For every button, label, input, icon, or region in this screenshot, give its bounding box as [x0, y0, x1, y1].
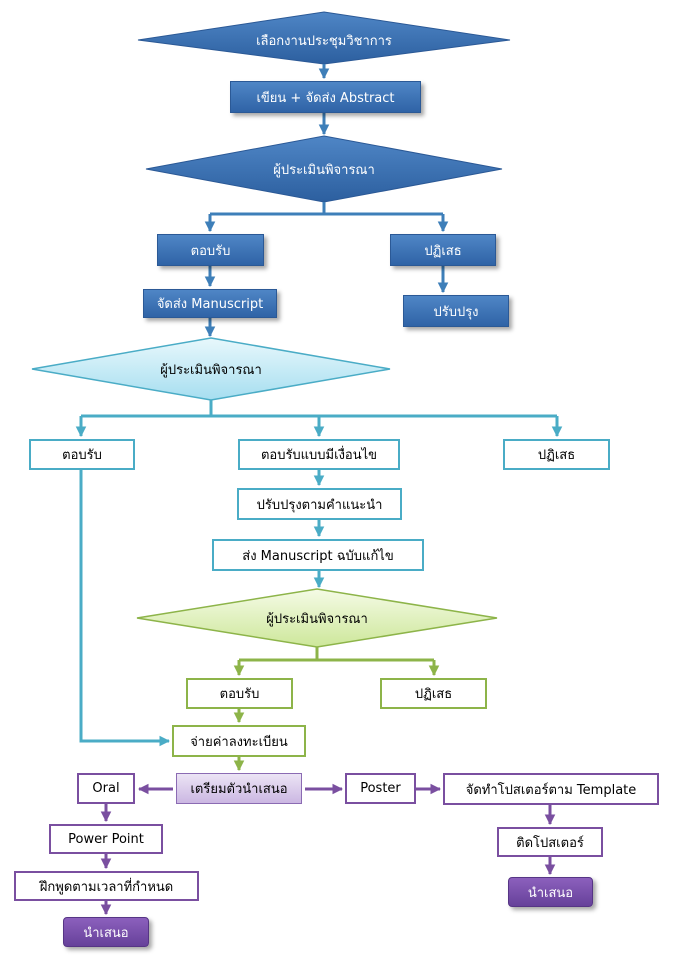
present-poster-box: นำเสนอ — [508, 877, 593, 907]
poster-box: Poster — [345, 773, 416, 804]
practice-timing-box: ฝึกพูดตามเวลาที่กำหนด — [14, 871, 199, 901]
power-point-label: Power Point — [68, 831, 144, 847]
decision-label-review-2: ผู้ประเมินพิจารณา — [160, 362, 262, 378]
accept-1-label: ตอบรับ — [190, 243, 231, 259]
reject-1-label: ปฏิเสธ — [424, 243, 462, 259]
revise-box: ปรับปรุงตามคำแนะนำ — [237, 488, 402, 520]
prepare-presentation-label: เตรียมตัวนำเสนอ — [190, 782, 288, 797]
send-manuscript-label: จัดส่ง Manuscript — [156, 297, 264, 312]
edge-review2-branch — [81, 400, 557, 418]
edge-review3-branch — [239, 647, 434, 662]
accept-1-box: ตอบรับ — [157, 234, 264, 266]
make-poster-box: จัดทำโปสเตอร์ตาม Template — [443, 773, 659, 805]
conditional-accept-label: ตอบรับแบบมีเงื่อนไข — [260, 448, 378, 463]
reject-1-box: ปฏิเสธ — [390, 234, 496, 266]
write-abstract-label: เขียน + จัดส่ง Abstract — [256, 90, 395, 106]
poster-label: Poster — [360, 781, 401, 796]
reject-3-label: ปฏิเสธ — [414, 687, 453, 702]
edge-review1-branch — [210, 202, 443, 216]
power-point-box: Power Point — [49, 824, 163, 854]
accept-3-box: ตอบรับ — [186, 678, 293, 709]
present-poster-label: นำเสนอ — [527, 885, 574, 901]
decision-label-review-3: ผู้ประเมินพิจารณา — [266, 611, 368, 627]
send-revised-box: ส่ง Manuscript ฉบับแก้ไข — [212, 539, 424, 571]
put-up-poster-box: ติดโปสเตอร์ — [497, 827, 603, 857]
decision-label-select-conference: เลือกงานประชุมวิชาการ — [256, 33, 392, 49]
reject-2-label: ปฏิเสธ — [537, 448, 576, 463]
decision-label-review-1: ผู้ประเมินพิจารณา — [273, 162, 375, 178]
pay-registration-label: จ่ายค่าลงทะเบียน — [190, 734, 288, 750]
accept-2-box: ตอบรับ — [29, 439, 135, 470]
prepare-presentation-box: เตรียมตัวนำเสนอ — [176, 773, 302, 804]
send-manuscript-box: จัดส่ง Manuscript — [143, 289, 277, 318]
edge-accept2-to-pay — [79, 470, 171, 747]
accept-3-label: ตอบรับ — [219, 687, 260, 702]
write-abstract-box: เขียน + จัดส่ง Abstract — [230, 81, 421, 113]
pay-registration-box: จ่ายค่าลงทะเบียน — [172, 725, 306, 757]
present-oral-box: นำเสนอ — [63, 917, 149, 947]
oral-box: Oral — [77, 773, 135, 804]
reject-2-box: ปฏิเสธ — [503, 439, 610, 470]
conditional-accept-box: ตอบรับแบบมีเงื่อนไข — [238, 439, 400, 470]
practice-timing-label: ฝึกพูดตามเวลาที่กำหนด — [39, 879, 174, 895]
revise-label: ปรับปรุงตามคำแนะนำ — [256, 497, 383, 513]
send-revised-label: ส่ง Manuscript ฉบับแก้ไข — [242, 548, 394, 564]
improve-1-label: ปรับปรุง — [433, 304, 479, 320]
improve-1-box: ปรับปรุง — [403, 295, 509, 327]
oral-label: Oral — [92, 781, 120, 796]
reject-3-box: ปฏิเสธ — [380, 678, 487, 709]
present-oral-label: นำเสนอ — [83, 925, 129, 941]
accept-2-label: ตอบรับ — [62, 448, 102, 463]
make-poster-label: จัดทำโปสเตอร์ตาม Template — [465, 782, 637, 798]
put-up-poster-label: ติดโปสเตอร์ — [516, 835, 584, 851]
